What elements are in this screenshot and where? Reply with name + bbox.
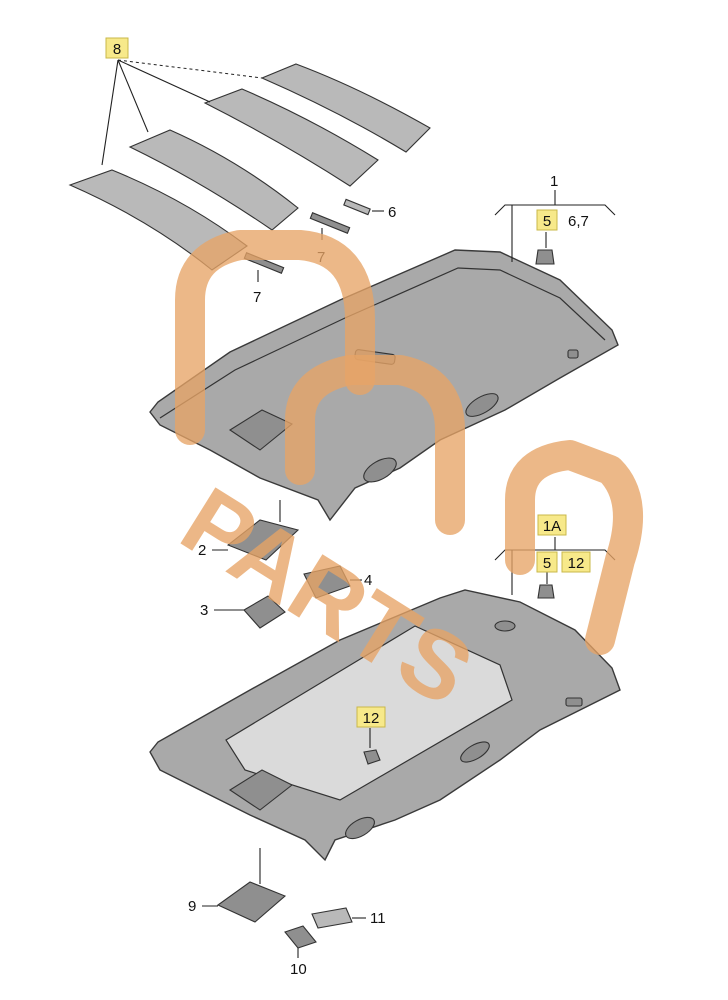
callout-5-lower: 5 [543, 555, 551, 572]
lower-round-cap [494, 620, 516, 632]
callout-3: 3 [200, 602, 208, 619]
callout-8: 8 [113, 41, 121, 58]
leader-8-dash [117, 59, 263, 79]
callout-9: 9 [188, 898, 196, 915]
console-9 [216, 881, 287, 923]
leader-2 [212, 500, 281, 551]
insulation-pad-2 [203, 88, 379, 187]
watermark-shape-right [505, 440, 643, 655]
callout-12-lower: 12 [363, 710, 380, 727]
leader-9 [202, 848, 261, 907]
watermark-shape-mid [285, 355, 465, 535]
insulation-pad-group [68, 63, 431, 271]
callout-5-upper: 5 [543, 213, 551, 230]
reading-light-2 [226, 519, 300, 561]
upper-handle-left [363, 457, 397, 483]
module-4 [303, 565, 351, 599]
upper-clip-slot [567, 349, 579, 359]
lower-handle-left [345, 816, 375, 840]
clip-12 [363, 749, 381, 765]
strip-7a [309, 212, 351, 234]
leader-8 [101, 59, 211, 166]
callout-box-1A [537, 514, 567, 536]
trim-11 [311, 907, 353, 929]
callout-1A: 1A [543, 518, 561, 535]
callout-6: 6 [388, 204, 396, 221]
callout-box-5-upper [536, 209, 558, 231]
callout-1: 1 [550, 173, 558, 190]
watermark-logo [175, 230, 643, 655]
callout-box-12-lower [356, 706, 386, 728]
cover-10 [284, 925, 317, 949]
callout-7b: 7 [253, 289, 261, 306]
insulation-pad-1 [260, 63, 431, 153]
watermark-shape-left [175, 230, 375, 445]
callout-6-7: 6,7 [568, 213, 589, 230]
callout-box-5-lower [536, 551, 558, 573]
callout-box-12-upper [561, 551, 591, 573]
callout-11: 11 [370, 910, 386, 927]
callout-4: 4 [364, 572, 372, 589]
bracket-1 [494, 190, 616, 262]
headliner-upper-edge [159, 267, 606, 419]
lower-handle-right [460, 741, 490, 763]
lower-clip-slot [565, 697, 583, 707]
clip-5-upper [535, 249, 555, 265]
callout-12-upper: 12 [568, 555, 585, 572]
strip-6 [343, 198, 371, 216]
callout-2: 2 [198, 542, 206, 559]
callout-box-8 [105, 37, 129, 59]
insulation-pad-3 [128, 129, 299, 231]
grille-3 [243, 595, 286, 629]
upper-handle-right [465, 393, 499, 417]
callout-10: 10 [290, 961, 307, 978]
clip-5-lower [537, 584, 555, 599]
lower-console-cutout [228, 769, 294, 811]
